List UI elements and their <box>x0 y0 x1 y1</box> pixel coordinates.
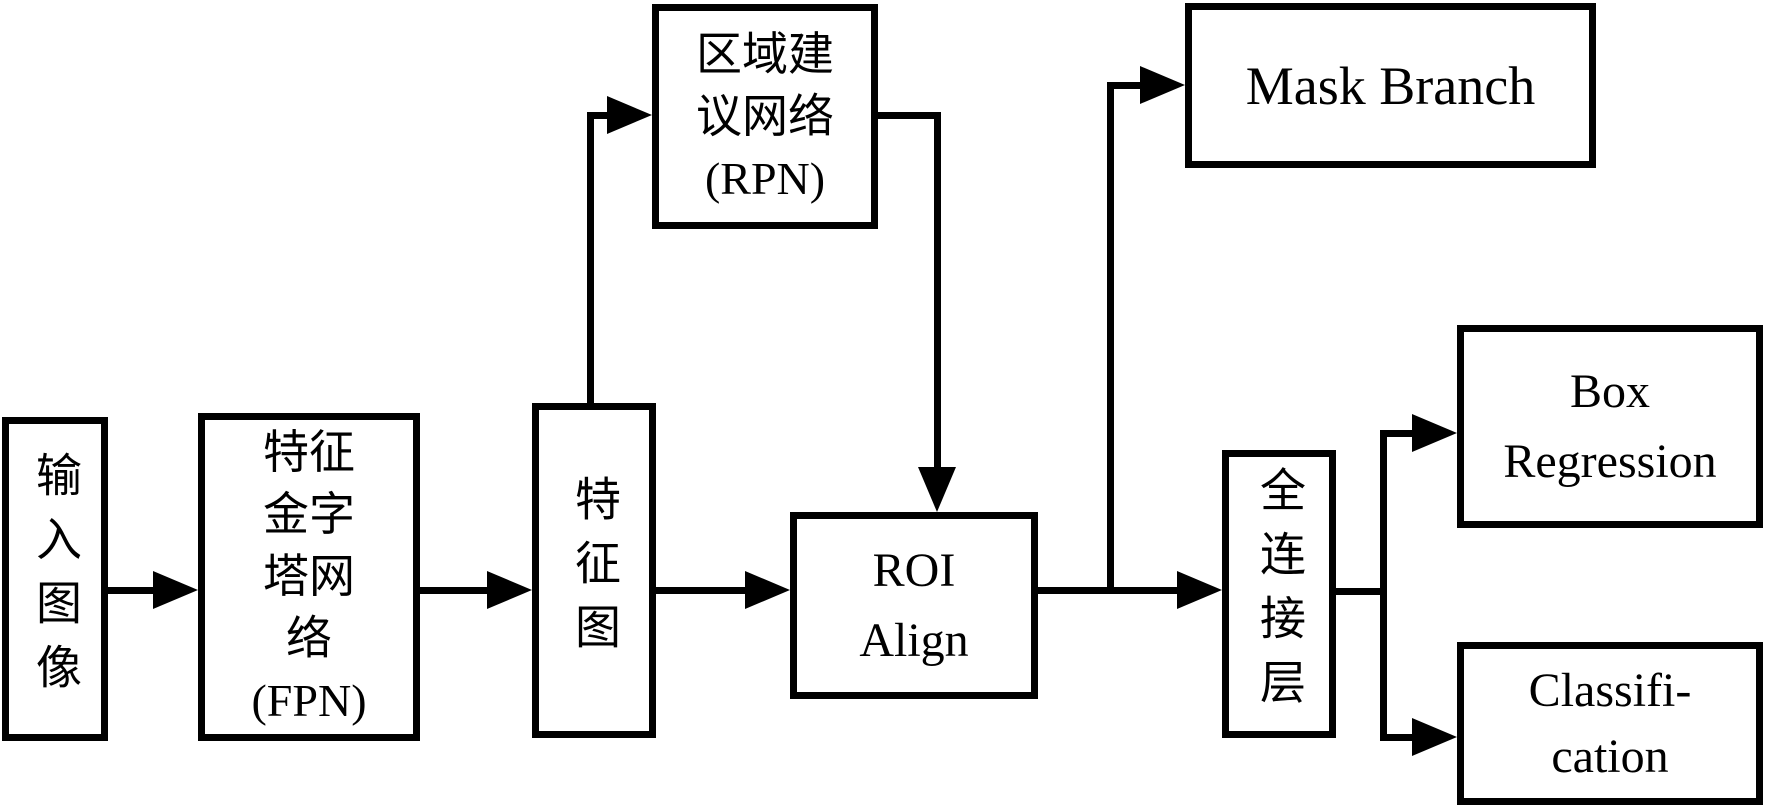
node-feature-map-label: 特征图 <box>569 474 620 667</box>
node-box-regression: Box Regression <box>1457 325 1763 528</box>
edge-featuremap-to-rpn-hline <box>587 112 609 119</box>
edge-roi-to-mask-vline <box>1107 82 1114 594</box>
node-box-regression-label: Box Regression <box>1503 364 1717 488</box>
edge-fpn-to-featuremap-arrowhead-icon <box>487 571 532 609</box>
node-classification: Classifi- cation <box>1457 642 1763 805</box>
edge-featuremap-to-roi-line <box>655 587 747 594</box>
node-roi-align: ROI Align <box>790 512 1038 699</box>
node-rpn: 区域建 议网络 (RPN) <box>652 4 878 229</box>
edge-featuremap-to-rpn-vline <box>587 112 594 403</box>
edge-featuremap-to-rpn-arrowhead-icon <box>607 96 652 134</box>
edge-fc-split-vline <box>1380 430 1387 741</box>
node-classification-label: Classifi- cation <box>1528 663 1692 783</box>
edge-roi-to-mask-arrowhead-icon <box>1140 66 1185 104</box>
edge-roi-to-fc-arrowhead-icon <box>1177 571 1222 609</box>
edge-fc-to-boxreg-arrowhead-icon <box>1412 414 1457 452</box>
edge-fc-exit-line <box>1335 588 1387 595</box>
node-fpn-label: 特征 金字 塔网 络 (FPN) <box>251 427 367 726</box>
edge-fc-to-boxreg-line <box>1380 430 1414 437</box>
edge-fc-to-classification-line <box>1380 734 1414 741</box>
edge-roi-to-mask-hline <box>1107 82 1142 89</box>
edge-input-to-fpn-arrowhead-icon <box>153 571 198 609</box>
node-roi-align-label: ROI Align <box>859 543 969 667</box>
edge-input-to-fpn-line <box>107 587 155 594</box>
edge-rpn-to-roi-hline <box>878 112 941 119</box>
node-mask-branch-label: Mask Branch <box>1245 55 1536 116</box>
node-fc-layer-label: 全连接层 <box>1254 466 1305 722</box>
node-feature-map: 特征图 <box>532 403 656 738</box>
node-rpn-label: 区域建 议网络 (RPN) <box>696 28 834 204</box>
edge-fc-to-classification-arrowhead-icon <box>1412 718 1457 756</box>
edge-fpn-to-featuremap-line <box>420 587 489 594</box>
edge-featuremap-to-roi-arrowhead-icon <box>745 571 790 609</box>
edge-rpn-to-roi-vline <box>934 112 941 467</box>
node-mask-branch: Mask Branch <box>1185 3 1596 168</box>
node-input-image: 输入图像 <box>2 417 108 741</box>
node-input-image-label: 输入图像 <box>30 451 81 707</box>
node-fc-layer: 全连接层 <box>1222 450 1336 738</box>
edge-rpn-to-roi-arrowhead-icon <box>918 467 956 512</box>
node-fpn: 特征 金字 塔网 络 (FPN) <box>198 413 420 741</box>
